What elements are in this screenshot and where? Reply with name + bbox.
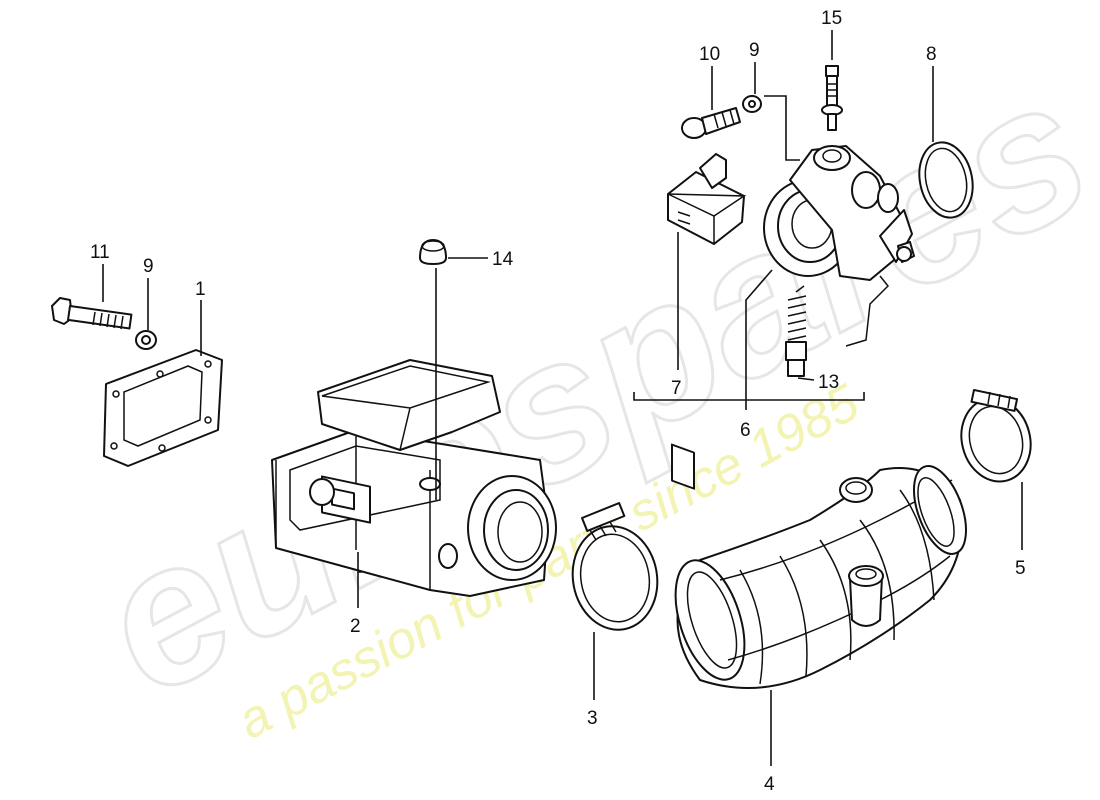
washer-part-9-left	[135, 330, 157, 350]
hose-clamp-part-5	[960, 389, 1032, 483]
callout-11: 11	[90, 242, 110, 263]
throttle-body-part-6	[763, 145, 915, 347]
callout-9-left: 9	[143, 256, 154, 277]
callout-3: 3	[587, 708, 598, 729]
callout-10: 10	[699, 44, 720, 65]
callout-numbers: 11 9 1 14 2 3 4 5 6 7 8 9 10 13 15	[90, 8, 1026, 795]
callout-7: 7	[671, 378, 682, 399]
callout-5: 5	[1015, 558, 1026, 579]
intake-hose-part-4	[674, 465, 967, 689]
callout-2: 2	[350, 616, 361, 637]
spring-part-13	[785, 285, 807, 377]
callout-13: 13	[818, 372, 839, 393]
callout-4: 4	[764, 774, 775, 795]
stud-part-15	[821, 65, 843, 131]
o-ring-part-8	[918, 141, 974, 219]
screw-part-10	[681, 107, 741, 139]
callout-14: 14	[492, 249, 514, 270]
callout-9-top: 9	[749, 40, 760, 61]
air-flow-meter-part-2	[271, 359, 557, 597]
leader-lines	[102, 30, 1023, 766]
callout-15: 15	[821, 8, 842, 29]
washer-part-9-top	[742, 95, 762, 113]
throttle-switch-part-7	[667, 153, 747, 490]
plug-part-14	[419, 239, 447, 265]
callout-8: 8	[926, 44, 937, 65]
bolt-part-11	[51, 297, 133, 330]
callout-1: 1	[195, 279, 206, 300]
callout-6: 6	[740, 420, 751, 441]
gasket-part-1	[103, 349, 223, 467]
hose-clamp-part-3	[571, 502, 659, 631]
